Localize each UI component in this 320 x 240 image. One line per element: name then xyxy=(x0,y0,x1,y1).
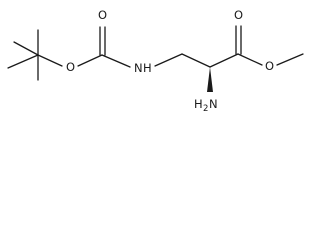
bond-oxygen-methyl xyxy=(276,53,304,66)
atom-label-carbamate-ether-oxygen: O xyxy=(66,60,75,74)
bond-oxygen-carbonyl xyxy=(77,54,103,67)
bond-ester-oxygen xyxy=(237,53,263,66)
atom-label-amine-subscript: 2 xyxy=(203,104,208,114)
wedge-bond-alpha-amine xyxy=(207,67,213,92)
carbamate-group xyxy=(37,26,131,68)
bond-tbu-methyl-left xyxy=(7,54,39,69)
bond-nitrogen-ch2 xyxy=(154,53,183,67)
bond-carbonyl-nitrogen xyxy=(101,54,131,68)
atom-label-carbamate-nitrogen: N xyxy=(134,61,143,75)
molecule-structure: O O O O N H H 2 N xyxy=(7,8,304,114)
atom-label-ester-ether-oxygen: O xyxy=(265,59,274,73)
bond-ch2-alpha xyxy=(181,53,211,68)
tert-butyl-group xyxy=(7,29,39,81)
bond-alpha-ester xyxy=(209,53,239,68)
methyl-ester-group xyxy=(235,25,304,66)
atom-label-carbamate-carbonyl-oxygen: O xyxy=(98,8,107,22)
atom-label-carbamate-nitrogen-h: H xyxy=(143,61,152,75)
bond-tbu-methyl-right xyxy=(13,41,39,56)
backbone xyxy=(154,53,239,92)
atom-label-amine-h: H xyxy=(194,97,203,111)
atom-label-amine-nitrogen: N xyxy=(209,97,218,111)
bond-tbu-oxygen xyxy=(37,54,63,67)
atom-label-ester-carbonyl-oxygen: O xyxy=(234,8,243,22)
